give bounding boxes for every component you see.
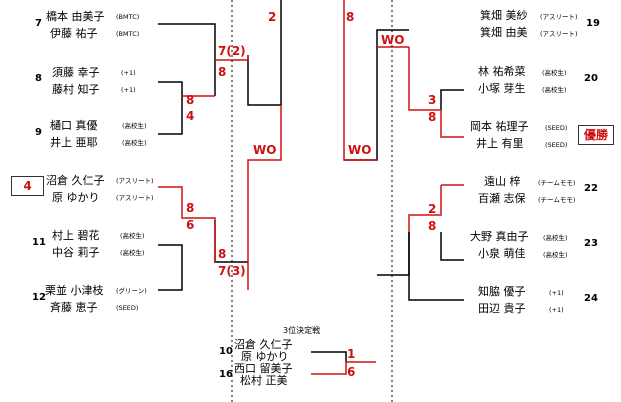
score: 6 — [186, 218, 195, 232]
score: 8 — [428, 110, 437, 124]
player-name: 井上 有里 — [476, 137, 524, 150]
score: 2 — [428, 202, 437, 216]
affiliation: (高校生) — [122, 122, 147, 130]
score: 4 — [186, 109, 195, 123]
player-name: 藤村 知子 — [52, 83, 100, 96]
player-name: 橋本 由美子 — [46, 10, 105, 23]
score: 8 — [346, 10, 355, 24]
player-name: 大野 真由子 — [470, 230, 529, 243]
affiliation: (アスリート) — [116, 177, 154, 185]
player-name: 林 祐希菜 — [478, 65, 526, 78]
player-name: 伊藤 祐子 — [50, 27, 98, 40]
score: 8 — [218, 65, 227, 79]
player-name: 樋口 真優 — [50, 119, 98, 132]
winner-box: 優勝 — [578, 125, 614, 145]
score: 8 — [218, 247, 227, 261]
affiliation: (高校生) — [542, 69, 567, 77]
score-wo: WO — [348, 143, 372, 157]
player-name: 井上 亜耶 — [50, 136, 98, 149]
affiliation: (+1) — [121, 69, 136, 77]
player-name: 知脇 優子 — [478, 285, 526, 298]
seed-number: 8 — [35, 73, 42, 84]
seed-number: 20 — [584, 73, 598, 84]
score: 7(2) — [218, 44, 246, 58]
score-wo: WO — [253, 143, 277, 157]
score: 1 — [347, 347, 356, 361]
player-name: 百瀬 志保 — [478, 192, 526, 205]
seed-number: 23 — [584, 238, 598, 249]
player-name: 中谷 莉子 — [52, 246, 100, 259]
seed-number: 9 — [35, 127, 42, 138]
player-name: 小塚 芽生 — [478, 82, 526, 95]
player-name: 岡本 祐理子 — [470, 120, 529, 133]
player-name: 村上 碧花 — [52, 229, 100, 242]
score: 3 — [428, 93, 437, 107]
affiliation: (+1) — [121, 86, 136, 94]
affiliation: (高校生) — [542, 86, 567, 94]
player-name: 原 ゆかり — [52, 191, 100, 204]
score: 7(3) — [218, 264, 246, 278]
seed-number: 19 — [586, 18, 600, 29]
player-name: 松村 正美 — [240, 374, 288, 387]
affiliation: (アスリート) — [540, 13, 578, 21]
affiliation: (チームモモ) — [538, 196, 576, 204]
affiliation: (高校生) — [543, 251, 568, 259]
seed-number: 22 — [584, 183, 598, 194]
seed-number: 10 — [219, 346, 233, 357]
affiliation: (グリーン) — [116, 287, 147, 295]
score: 2 — [268, 10, 277, 24]
player-name: 箕畑 美紗 — [480, 9, 528, 22]
affiliation: (高校生) — [120, 249, 145, 257]
affiliation: (SEED) — [545, 141, 568, 149]
player-name: 斉藤 恵子 — [50, 301, 98, 314]
affiliation: (高校生) — [120, 232, 145, 240]
seed-number: 11 — [32, 237, 46, 248]
third-place-title: 3位決定戦 — [283, 326, 321, 335]
player-name: 箕畑 由美 — [480, 26, 528, 39]
affiliation: (チームモモ) — [538, 179, 576, 187]
player-name: 原 ゆかり — [241, 350, 289, 363]
player-name: 遠山 梓 — [484, 175, 521, 188]
affiliation: (+1) — [549, 289, 564, 297]
place-box: 4 — [11, 176, 44, 196]
affiliation: (BMTC) — [116, 30, 140, 38]
score: 6 — [347, 365, 356, 379]
score: 8 — [186, 201, 195, 215]
seed-number: 12 — [32, 292, 46, 303]
affiliation: (高校生) — [122, 139, 147, 147]
score: 8 — [428, 219, 437, 233]
score-wo: WO — [381, 33, 405, 47]
affiliation: (BMTC) — [116, 13, 140, 21]
affiliation: (アスリート) — [540, 30, 578, 38]
player-name: 須藤 幸子 — [52, 66, 100, 79]
affiliation: (高校生) — [543, 234, 568, 242]
affiliation: (SEED) — [545, 124, 568, 132]
affiliation: (+1) — [549, 306, 564, 314]
player-name: 栗並 小津枝 — [45, 284, 104, 297]
seed-number: 7 — [35, 18, 42, 29]
player-name: 西口 留美子 — [234, 362, 293, 375]
seed-number: 24 — [584, 293, 598, 304]
player-name: 小泉 萌佳 — [478, 247, 526, 260]
player-name: 沼倉 久仁子 — [234, 338, 293, 351]
seed-number: 16 — [219, 369, 233, 380]
affiliation: (SEED) — [116, 304, 139, 312]
affiliation: (アスリート) — [116, 194, 154, 202]
player-name: 田辺 貴子 — [478, 302, 526, 315]
player-name: 沼倉 久仁子 — [46, 174, 105, 187]
score: 8 — [186, 93, 195, 107]
